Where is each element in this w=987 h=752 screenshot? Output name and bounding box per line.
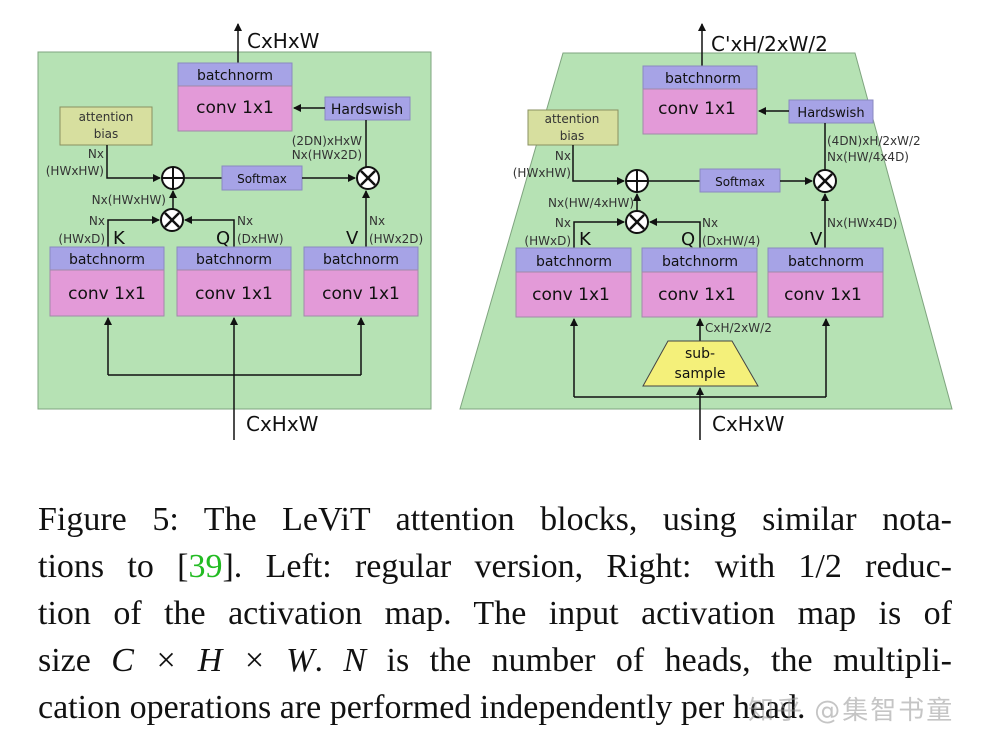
caption-line: cation operations are performed independ…: [38, 689, 806, 726]
caption-text: size: [38, 642, 112, 679]
svg-text:conv 1x1: conv 1x1: [658, 99, 736, 119]
svg-text:(DxHW): (DxHW): [237, 232, 284, 246]
math-n: N: [343, 642, 367, 679]
svg-text:(HWxHW): (HWxHW): [513, 166, 571, 180]
svg-text:Nx(HW/4xHW): Nx(HW/4xHW): [548, 196, 634, 210]
svg-text:batchnorm: batchnorm: [323, 252, 399, 268]
multiply-operator-icon: [160, 208, 184, 232]
svg-text:Nx(HW/4x4D): Nx(HW/4x4D): [827, 150, 909, 164]
svg-text:conv 1x1: conv 1x1: [68, 284, 146, 304]
attention-bias-box: attention bias: [527, 109, 619, 146]
svg-text:Nx(HWx2D): Nx(HWx2D): [292, 148, 362, 162]
citation-link[interactable]: 39: [188, 548, 223, 585]
svg-text:attention: attention: [545, 112, 600, 126]
svg-text:attention: attention: [79, 110, 134, 124]
svg-text:(2DN)xHxW: (2DN)xHxW: [292, 134, 362, 148]
svg-text:Nx: Nx: [89, 214, 105, 228]
key-projection: batchnorm conv 1x1: [49, 246, 165, 317]
svg-text:conv 1x1: conv 1x1: [195, 284, 273, 304]
svg-text:(HWxHW): (HWxHW): [46, 164, 104, 178]
multiply-operator-icon: [356, 166, 380, 190]
svg-text:batchnorm: batchnorm: [788, 254, 864, 270]
hardswish-box: Hardswish: [324, 96, 411, 121]
svg-text:conv 1x1: conv 1x1: [784, 285, 862, 305]
svg-text:Hardswish: Hardswish: [331, 102, 403, 118]
svg-text:conv 1x1: conv 1x1: [322, 284, 400, 304]
input-dims: CxHxW: [712, 412, 785, 436]
svg-text:Nx: Nx: [555, 216, 571, 230]
svg-text:Softmax: Softmax: [237, 172, 287, 186]
multiply-operator-icon: [813, 169, 837, 193]
svg-text:Nx: Nx: [702, 216, 718, 230]
svg-text:(HWx2D): (HWx2D): [369, 232, 423, 246]
svg-text:batchnorm: batchnorm: [662, 254, 738, 270]
svg-text:conv 1x1: conv 1x1: [196, 98, 274, 118]
output-dims: C'xH/2xW/2: [711, 32, 828, 56]
svg-text:Nx(HWxHW): Nx(HWxHW): [92, 193, 166, 207]
svg-text:sample: sample: [675, 366, 726, 382]
output-projection: batchnorm conv 1x1: [642, 65, 758, 135]
value-projection: batchnorm conv 1x1: [767, 247, 884, 318]
output-projection: batchnorm conv 1x1: [177, 62, 293, 132]
attention-bias-box: attention bias: [59, 106, 153, 146]
caption-text: tions to [: [38, 548, 189, 585]
caption-text: .: [314, 642, 344, 679]
svg-text:bias: bias: [94, 127, 119, 141]
query-projection: batchnorm conv 1x1: [641, 247, 758, 318]
add-operator-icon: [161, 166, 185, 190]
svg-text:bias: bias: [560, 129, 585, 143]
svg-text:batchnorm: batchnorm: [196, 252, 272, 268]
key-label: K: [579, 229, 592, 250]
svg-text:Nx(HWx4D): Nx(HWx4D): [827, 216, 897, 230]
svg-text:Nx: Nx: [555, 149, 571, 163]
svg-text:Nx: Nx: [369, 214, 385, 228]
svg-text:Softmax: Softmax: [715, 175, 765, 189]
caption-line: tion of the activation map. The input ac…: [38, 595, 952, 632]
caption-line: Figure 5: The LeViT attention blocks, us…: [38, 501, 952, 538]
subsample-block: sub- sample: [642, 340, 759, 387]
query-label: Q: [681, 229, 695, 250]
regular-attention-block: CxHxW batchnorm conv 1x1 Hardswish atten…: [37, 23, 432, 440]
output-dims: CxHxW: [247, 29, 320, 53]
input-dims: CxHxW: [246, 412, 319, 436]
value-label: V: [810, 229, 823, 250]
softmax-box: Softmax: [699, 168, 781, 193]
query-projection: batchnorm conv 1x1: [176, 246, 292, 317]
svg-text:(HWxD): (HWxD): [524, 234, 571, 248]
svg-text:CxH/2xW/2: CxH/2xW/2: [705, 321, 772, 335]
svg-text:conv 1x1: conv 1x1: [532, 285, 610, 305]
caption-text: ]. Left: regular version, Right: with 1/…: [222, 548, 952, 585]
caption-text: is the number of heads, the multipli-: [366, 642, 952, 679]
svg-text:(DxHW/4): (DxHW/4): [702, 234, 760, 248]
add-operator-icon: [625, 169, 649, 193]
softmax-box: Softmax: [221, 165, 303, 191]
value-label: V: [346, 228, 359, 249]
hardswish-box: Hardswish: [788, 99, 874, 124]
key-label: K: [113, 228, 126, 249]
svg-text:batchnorm: batchnorm: [665, 71, 741, 87]
svg-text:batchnorm: batchnorm: [69, 252, 145, 268]
svg-text:batchnorm: batchnorm: [197, 68, 273, 84]
svg-text:Hardswish: Hardswish: [797, 106, 864, 121]
query-label: Q: [216, 228, 230, 249]
svg-text:(HWxD): (HWxD): [58, 232, 105, 246]
shrink-attention-block: C'xH/2xW/2 batchnorm conv 1x1 Hardswish …: [459, 23, 953, 440]
levit-attention-figure: CxHxW batchnorm conv 1x1 Hardswish atten…: [37, 23, 953, 440]
value-projection: batchnorm conv 1x1: [303, 246, 419, 317]
watermark: 知乎 @集智书童: [748, 696, 955, 726]
svg-text:Nx: Nx: [88, 147, 104, 161]
figure-caption: Figure 5: The LeViT attention blocks, us…: [38, 496, 952, 731]
svg-text:Nx: Nx: [237, 214, 253, 228]
caption-line: size C × H × W. N is the number of heads…: [38, 637, 952, 684]
svg-text:sub-: sub-: [685, 346, 715, 362]
svg-text:batchnorm: batchnorm: [536, 254, 612, 270]
caption-line: tions to [39]. Left: regular version, Ri…: [38, 543, 952, 590]
svg-text:(4DN)xH/2xW/2: (4DN)xH/2xW/2: [827, 134, 921, 148]
multiply-operator-icon: [625, 210, 649, 234]
key-projection: batchnorm conv 1x1: [515, 247, 632, 318]
math-dims: C × H × W: [111, 642, 315, 679]
svg-text:conv 1x1: conv 1x1: [658, 285, 736, 305]
